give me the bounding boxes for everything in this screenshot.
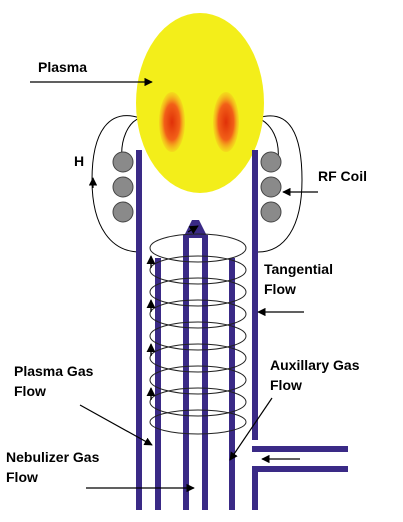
outer-tube-right [252, 150, 258, 440]
rf-coil-left-3 [112, 201, 134, 223]
rf-coil-right-1 [260, 151, 282, 173]
label-h: H [74, 153, 84, 169]
rf-coil-left-1 [112, 151, 134, 173]
label-nebulizer-line2: Flow [6, 469, 38, 485]
label-plasma-gas-line2: Flow [14, 383, 46, 399]
label-plasma: Plasma [38, 59, 87, 75]
injector-tube-right [202, 235, 208, 510]
label-nebulizer-line1: Nebulizer Gas [6, 449, 100, 465]
middle-tube-left [155, 258, 161, 510]
rf-coil-right-2 [260, 176, 282, 198]
rf-coil-right-3 [260, 201, 282, 223]
label-tangential-line2: Flow [264, 281, 296, 297]
auxillary-gas-pointer [229, 397, 273, 461]
plasma-hot-zone-left [159, 92, 185, 152]
field-loop-right [257, 115, 303, 253]
label-tangential-line1: Tangential [264, 261, 333, 277]
tangential-inlet-bottom [252, 466, 348, 472]
plasma-hot-zone-right [213, 92, 239, 152]
tangential-flow-helix [149, 233, 247, 435]
tangential-inlet-top [252, 446, 348, 452]
injector-tube-left [183, 235, 189, 510]
label-rf-coil: RF Coil [318, 168, 367, 184]
helix-direction-arrows [146, 225, 199, 400]
label-auxillary-line2: Flow [270, 377, 302, 393]
outer-tube-left [136, 150, 142, 510]
plasma-ball [136, 13, 264, 193]
label-auxillary-line1: Auxillary Gas [270, 357, 360, 373]
injector-tip [183, 220, 208, 238]
plasma-gas-pointer [79, 404, 153, 446]
middle-tube-right [229, 258, 235, 510]
rf-coil-left-2 [112, 176, 134, 198]
outer-tube-right-lower [252, 466, 258, 510]
label-plasma-gas-line1: Plasma Gas [14, 363, 94, 379]
